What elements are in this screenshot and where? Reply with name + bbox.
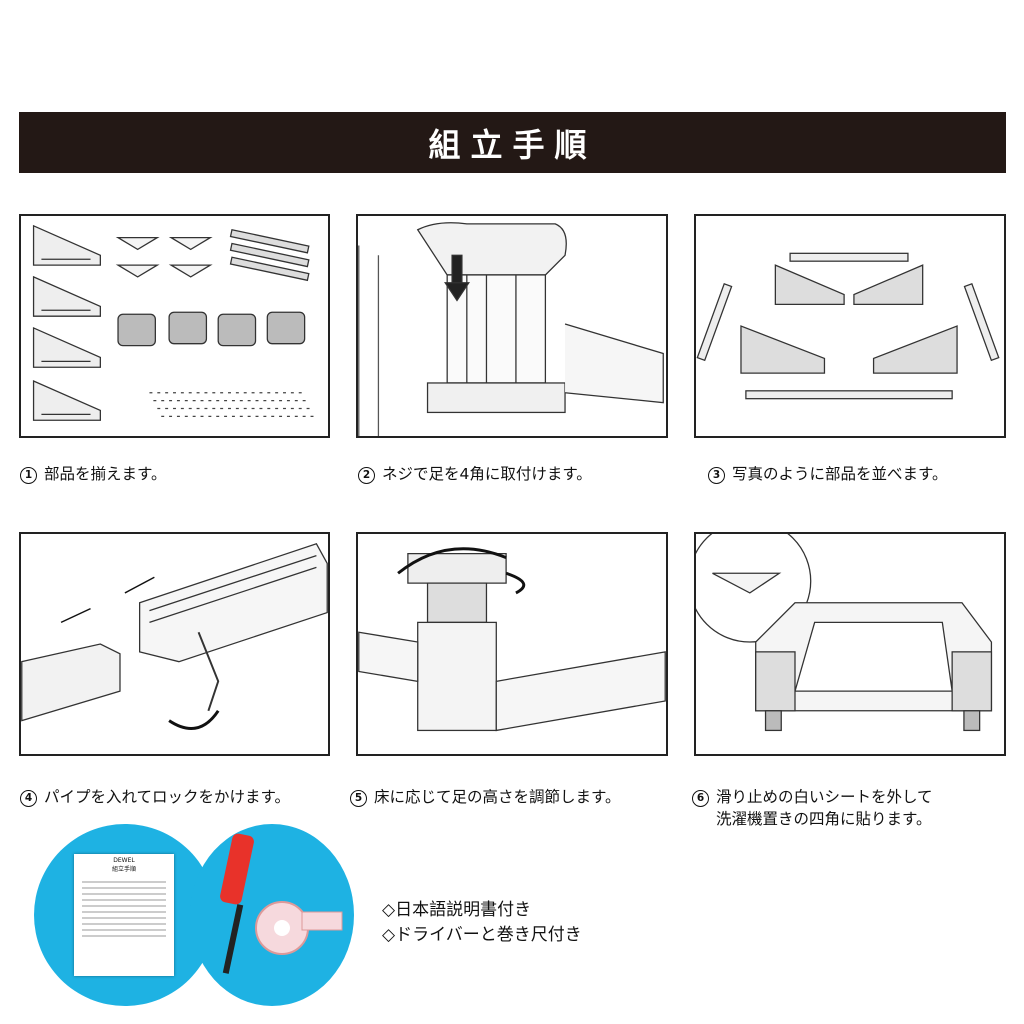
page-title: 組立手順: [428, 125, 597, 164]
manual-photo: DEWEL 組立手順: [34, 824, 216, 1006]
screwdriver-icon: [220, 833, 254, 974]
step-number-badge: 2: [358, 467, 375, 484]
corner-bracket-icon: [32, 224, 101, 421]
included-items-notes: ◇日本語説明書付き ◇ドライバーと巻き尺付き: [382, 898, 582, 948]
step-1-image: [19, 214, 330, 438]
note-tools: ◇ドライバーと巻き尺付き: [382, 925, 582, 945]
screw-icon: [149, 392, 317, 417]
tools-photo: [190, 824, 354, 1006]
foot-icon: [117, 311, 306, 347]
step-number-badge: 1: [20, 467, 37, 484]
step-number-badge: 3: [708, 467, 725, 484]
step-3-image: [694, 214, 1006, 438]
pad-icon: [115, 236, 213, 278]
step-number-badge: 6: [692, 790, 709, 807]
tape-measure-icon: [255, 901, 343, 955]
note-manual: ◇日本語説明書付き: [382, 900, 532, 920]
rotate-arrow-icon: [397, 547, 507, 575]
step-2-image: [356, 214, 668, 438]
pipe-icon: [229, 228, 310, 282]
step-6-image: [694, 532, 1006, 756]
rotate-arrow-icon: [505, 571, 526, 595]
down-arrow-icon: [444, 254, 470, 302]
rotate-arrow-icon: [168, 709, 220, 730]
step-number-badge: 5: [350, 790, 367, 807]
manual-document: DEWEL 組立手順: [74, 854, 174, 976]
pad-icon: [712, 572, 782, 594]
arrow-icon: [60, 576, 155, 624]
step-5-image: [356, 532, 668, 756]
step-number-badge: 4: [20, 790, 37, 807]
step-4-image: [19, 532, 330, 756]
title-banner: 組立手順: [19, 112, 1006, 173]
